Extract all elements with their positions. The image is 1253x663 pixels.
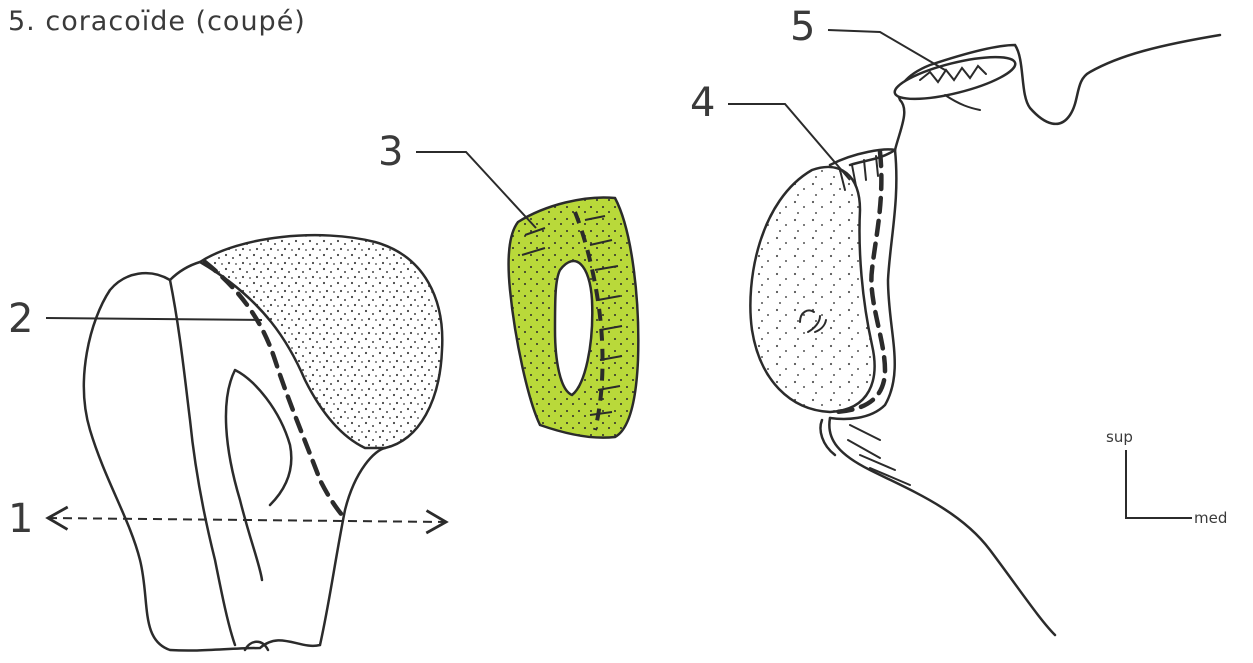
label-4: 4: [690, 80, 715, 126]
caption: 5. coracoïde (coupé): [8, 6, 306, 37]
bicipital-groove: [226, 370, 291, 580]
orientation-axes: [1126, 450, 1192, 518]
humeral-head: [200, 235, 442, 448]
glenoid-fossa: [750, 167, 874, 412]
scapula-lateral-border: [829, 418, 1055, 635]
orientation-med: med: [1194, 509, 1227, 527]
label-3: 3: [378, 129, 403, 175]
labrum-ring: [509, 197, 639, 437]
tubercle-line: [170, 280, 235, 645]
label-4-group: 4: [690, 80, 850, 180]
label-2-group: 2: [8, 296, 262, 342]
label-2-leader: [46, 318, 262, 320]
label-1-group: 1: [8, 496, 446, 542]
label-3-group: 3: [378, 129, 536, 228]
label-2: 2: [8, 296, 33, 342]
label-5-group: 5: [790, 4, 945, 70]
orientation-sup: sup: [1106, 428, 1133, 446]
label-3-leader: [416, 152, 536, 228]
humerus-drawing: [84, 235, 442, 650]
orientation-marker: sup med: [1106, 428, 1227, 527]
label-5: 5: [790, 4, 815, 50]
scapula-drawing: [750, 35, 1220, 635]
label-5-leader: [828, 30, 945, 70]
label-1: 1: [8, 496, 33, 542]
